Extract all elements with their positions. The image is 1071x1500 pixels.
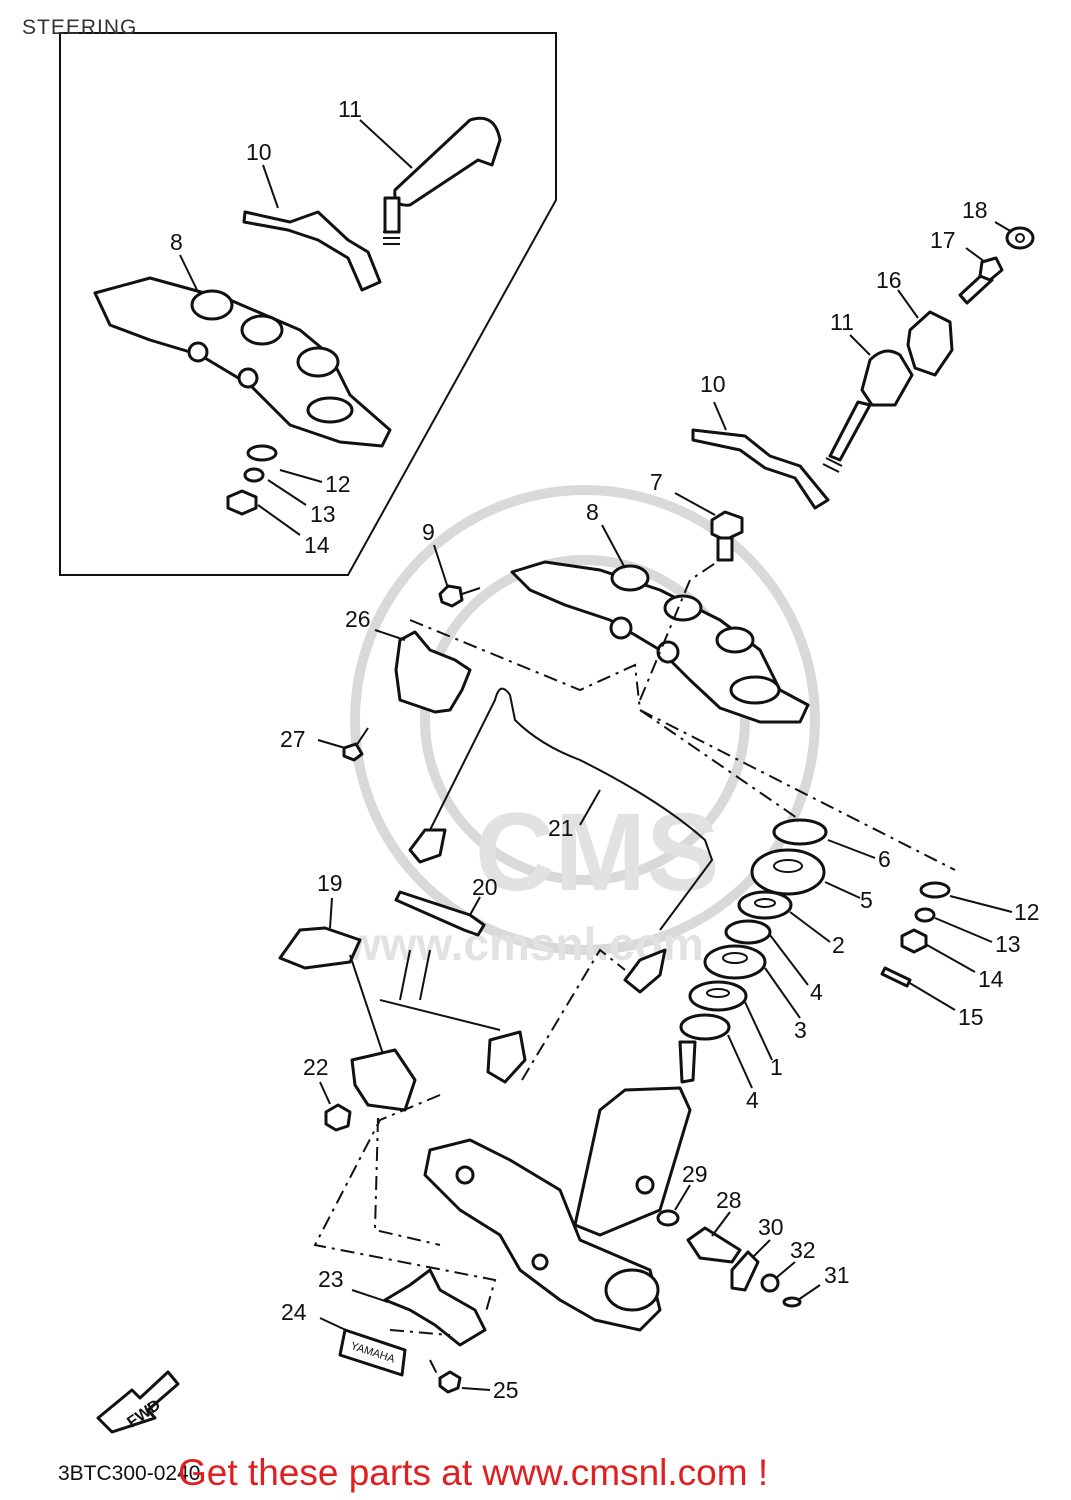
cmsnl-link[interactable]: Get these parts at www.cmsnl.com ! [178, 1452, 769, 1493]
callout-13: 13 [995, 931, 1021, 957]
callout-19: 19 [317, 870, 343, 896]
part-1-race[interactable] [688, 980, 748, 1012]
part-11-handlebar[interactable] [822, 349, 914, 473]
callout-2: 2 [832, 932, 845, 958]
callout-23: 23 [318, 1266, 344, 1292]
inset-washer-12[interactable] [246, 444, 278, 462]
callout-6: 6 [878, 846, 891, 872]
part-30-plate[interactable] [730, 1250, 760, 1292]
callout-8: 8 [586, 499, 599, 525]
fwd-arrow-icon: FWD [96, 1370, 180, 1434]
callout-11: 11 [830, 309, 854, 335]
inset-bracket-10[interactable] [242, 210, 382, 292]
diagram-code: 3BTC300-0240 [58, 1462, 201, 1485]
part-2-race[interactable] [737, 890, 793, 920]
part-6-washer[interactable] [772, 818, 828, 846]
callout-inset-10: 10 [246, 139, 272, 165]
steering-stem[interactable] [423, 1040, 697, 1332]
part-32-nut[interactable] [760, 1273, 780, 1293]
part-8-upper-bracket[interactable] [510, 560, 810, 724]
callout-30: 30 [758, 1214, 784, 1240]
callout-inset-12: 12 [325, 471, 351, 497]
part-22-bolt[interactable] [324, 1103, 352, 1132]
callout-28: 28 [716, 1187, 742, 1213]
callout-31: 31 [824, 1262, 850, 1288]
callout-20: 20 [472, 874, 498, 900]
callout-5: 5 [860, 887, 873, 913]
callout-17: 17 [930, 227, 956, 253]
part-25-screw[interactable] [438, 1370, 462, 1394]
callout-7: 7 [650, 469, 663, 495]
callout-15: 15 [958, 1004, 984, 1030]
part-7-bolt[interactable] [710, 510, 744, 562]
part-26-bracket[interactable] [394, 630, 472, 714]
callout-18: 18 [962, 197, 988, 223]
callout-16: 16 [876, 267, 902, 293]
inset-handlebar-11[interactable] [383, 116, 502, 245]
callout-4-lower: 4 [746, 1087, 759, 1113]
part-10-bracket[interactable] [691, 428, 830, 510]
part-12-washer[interactable] [919, 881, 951, 899]
part-23-bracket[interactable] [383, 1268, 487, 1347]
part-18-cap[interactable] [1005, 226, 1035, 250]
part-17-bolt[interactable] [958, 256, 1004, 305]
callout-14: 14 [978, 966, 1004, 992]
inset-nut-14[interactable] [226, 489, 258, 516]
part-16-holder[interactable] [906, 310, 954, 377]
part-28-plunger[interactable] [686, 1226, 742, 1264]
callout-21: 21 [548, 815, 574, 841]
callout-29: 29 [682, 1161, 708, 1187]
part-29-spring[interactable] [656, 1209, 680, 1227]
callout-22: 22 [303, 1054, 329, 1080]
callout-inset-8: 8 [170, 229, 183, 255]
part-5-nut[interactable] [750, 848, 826, 896]
part-21-rod[interactable] [408, 687, 714, 994]
callout-inset-13: 13 [310, 501, 336, 527]
watermark-brand: CMS [475, 791, 719, 914]
callout-25: 25 [493, 1377, 519, 1403]
part-15-pin[interactable] [880, 966, 912, 988]
part-13-washer[interactable] [914, 907, 936, 923]
callout-12: 12 [1014, 899, 1040, 925]
inset-washer-13[interactable] [243, 467, 265, 483]
inset-crown-8[interactable] [93, 276, 392, 448]
callout-26: 26 [345, 606, 371, 632]
callout-inset-11: 11 [338, 96, 362, 122]
callout-27: 27 [280, 726, 306, 752]
part-4-bearing-lower[interactable] [679, 1013, 731, 1041]
part-31-screw[interactable] [782, 1296, 802, 1308]
part-14-nut[interactable] [900, 928, 928, 954]
callout-10: 10 [700, 371, 726, 397]
callout-32: 32 [790, 1237, 816, 1263]
page-title: STEERING [22, 16, 138, 39]
part-19-lever-assembly[interactable] [278, 926, 527, 1112]
part-24-emblem[interactable]: YAMAHA [338, 1328, 407, 1377]
inset-frame [59, 32, 557, 576]
part-4-bearing-upper[interactable] [724, 919, 772, 945]
callout-inset-14: 14 [304, 532, 330, 558]
part-3-race[interactable] [703, 944, 767, 980]
callout-4-upper: 4 [810, 979, 823, 1005]
callout-9: 9 [422, 519, 435, 545]
callout-24: 24 [281, 1299, 307, 1325]
callout-3: 3 [794, 1017, 807, 1043]
part-27-screw[interactable] [342, 727, 369, 762]
callout-1: 1 [770, 1054, 783, 1080]
